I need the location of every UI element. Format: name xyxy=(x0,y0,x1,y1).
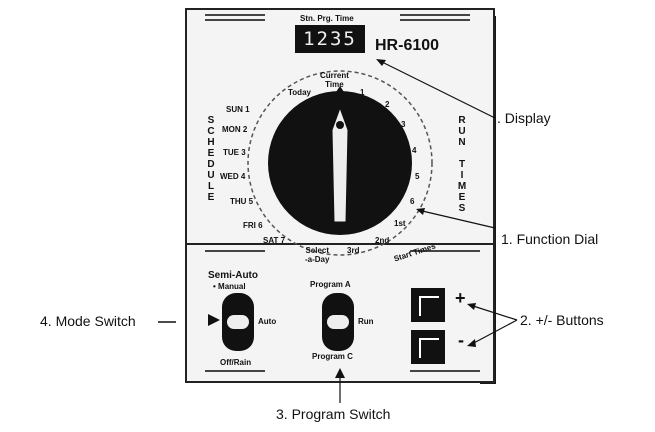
day-mon: MON 2 xyxy=(222,125,248,134)
run-3: 3 xyxy=(401,120,406,129)
plus-button[interactable] xyxy=(411,288,445,322)
day-wed: WED 4 xyxy=(220,172,246,181)
hatch-line xyxy=(205,370,265,372)
display-header: Stn. Prg. Time xyxy=(300,14,354,23)
hatch-line xyxy=(410,250,480,252)
start-time-1st: 1st xyxy=(394,219,406,228)
start-time-2nd: 2nd xyxy=(375,236,390,245)
dial-pointer xyxy=(331,106,349,223)
program-a-label: Program A xyxy=(310,280,351,289)
callout-buttons: 2. +/- Buttons xyxy=(520,312,604,328)
start-time-3rd: 3rd xyxy=(347,246,360,255)
hatch-line xyxy=(400,14,470,16)
hatch-line xyxy=(410,370,480,372)
day-fri: FRI 6 xyxy=(243,221,263,230)
minus-button[interactable] xyxy=(411,330,445,364)
hatch-line xyxy=(205,14,265,16)
model-label: HR-6100 xyxy=(375,37,440,54)
plus-symbol: + xyxy=(455,288,466,308)
callout-program-switch: 3. Program Switch xyxy=(276,406,391,422)
arrowhead xyxy=(376,59,386,66)
panel-divider xyxy=(185,243,495,245)
select-a-day-label: Select -a-Day xyxy=(305,246,330,264)
callout-function-dial: 1. Function Dial xyxy=(501,231,599,247)
day-tue: TUE 3 xyxy=(223,148,246,157)
run-6: 6 xyxy=(410,197,415,206)
run-5: 5 xyxy=(415,172,420,181)
hatch-line xyxy=(400,19,470,21)
run-1: 1 xyxy=(360,88,365,97)
day-sun: SUN 1 xyxy=(226,105,250,114)
off-rain-label: Off/Rain xyxy=(220,358,252,367)
day-sat: SAT 7 xyxy=(263,236,286,245)
arrowhead xyxy=(467,303,476,310)
auto-label: Auto xyxy=(258,317,277,326)
today-label: Today xyxy=(288,88,311,97)
minus-leader-line xyxy=(469,319,518,346)
lcd-display: 1235 xyxy=(295,25,365,53)
current-time-marker xyxy=(334,86,346,95)
manual-label: • Manual xyxy=(213,282,246,291)
hatch-line xyxy=(205,19,265,21)
run-2: 2 xyxy=(385,100,390,109)
minus-symbol: - xyxy=(458,330,464,350)
plus-leader-line xyxy=(469,304,518,321)
run-4: 4 xyxy=(412,146,417,155)
arrowhead xyxy=(416,208,425,215)
day-thu: THU 5 xyxy=(230,197,254,206)
dial-ring xyxy=(247,70,433,256)
display-leader-line xyxy=(377,59,496,119)
hatch-line xyxy=(205,250,265,252)
mode-switch[interactable] xyxy=(222,293,254,351)
callout-mode-switch: 4. Mode Switch xyxy=(40,313,136,329)
arrowhead xyxy=(467,339,476,347)
program-c-label: Program C xyxy=(312,352,353,361)
semi-auto-label: Semi-Auto xyxy=(208,270,258,281)
dial-leader-line xyxy=(417,209,496,229)
run-label: Run xyxy=(358,317,374,326)
current-time-label: Current Time xyxy=(320,71,349,89)
callout-display: . Display xyxy=(497,110,551,126)
dial-pointer-dot xyxy=(336,121,344,129)
program-switch[interactable] xyxy=(322,293,354,351)
arrowhead xyxy=(335,368,345,378)
mode-pointer xyxy=(208,314,220,326)
